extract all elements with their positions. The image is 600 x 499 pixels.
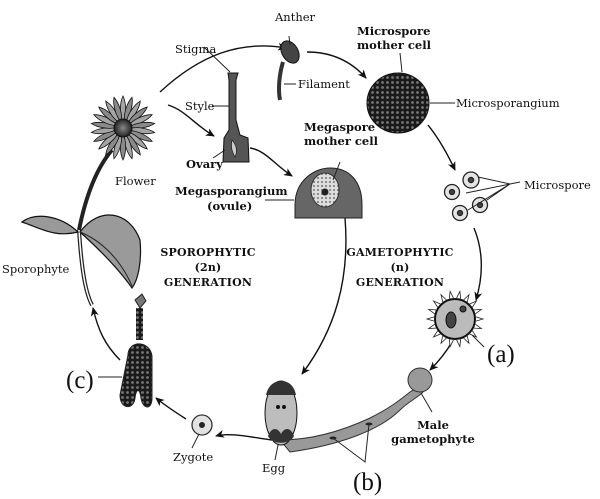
label-style: Style xyxy=(185,99,215,113)
arrow-egg-to-zygote xyxy=(215,429,273,441)
label-megasporangium-line1: Megasporangium xyxy=(175,184,288,198)
marker-b: (b) xyxy=(353,469,382,496)
pollen-spike xyxy=(456,290,462,299)
pollen-spike xyxy=(456,339,462,348)
pollen-spike xyxy=(440,335,447,345)
label-gametophytic-generation-line2: (n) xyxy=(390,261,409,274)
label-gametophytic-generation-line3: GENERATION xyxy=(356,276,444,289)
sporophyte-plant-illustration xyxy=(20,148,142,306)
leader-anther xyxy=(288,35,291,46)
pollen-spike xyxy=(427,308,437,315)
pollen-spike xyxy=(469,330,478,338)
label-anther: Anther xyxy=(274,10,316,24)
pollen-spike xyxy=(440,293,447,303)
anther-illustration xyxy=(277,40,300,101)
pollen-spike xyxy=(473,323,483,330)
arrow-zygote-to-embryo xyxy=(155,397,187,420)
megasporangium-illustration xyxy=(294,167,363,219)
label-filament: Filament xyxy=(298,77,350,91)
label-flower: Flower xyxy=(115,174,156,188)
label-megasporangium-line2: (ovule) xyxy=(207,199,252,213)
label-sporophytic-generation-line2: (2n) xyxy=(195,261,222,274)
label-zygote: Zygote xyxy=(173,450,213,464)
pollen-spike xyxy=(469,300,478,308)
leader-a xyxy=(471,334,485,348)
arrow-embryo-to-sporophyte xyxy=(90,307,121,361)
flower-petal xyxy=(113,96,123,124)
embryo-sac-illustration xyxy=(264,380,298,446)
leader-megaspore-mother-cell xyxy=(332,161,341,181)
pollen-spike xyxy=(473,308,483,315)
leader-microspore-mother-cell xyxy=(399,52,403,73)
arrow-ovary-to-megasporangium xyxy=(249,147,293,177)
label-microsporangium: Microsporangium xyxy=(456,96,560,110)
label-gametophytic-generation-line1: GAMETOPHYTIC xyxy=(346,246,453,259)
pollen-spike xyxy=(432,330,441,338)
leader-stigma xyxy=(203,46,231,73)
pollen-spike xyxy=(432,300,441,308)
microsporangium-illustration xyxy=(366,72,430,134)
pistil-illustration xyxy=(222,72,250,163)
leader-ovary xyxy=(212,149,226,159)
marker-a: (a) xyxy=(487,341,515,368)
pollen-spike xyxy=(463,335,470,345)
microspores-illustration xyxy=(443,171,489,222)
leader-egg xyxy=(274,444,279,461)
label-sporophytic-generation-line1: SPOROPHYTIC xyxy=(160,246,255,259)
arrow-flower-to-anther xyxy=(159,42,287,93)
leader-male-gametophyte xyxy=(420,392,433,413)
zygote-illustration xyxy=(191,414,213,436)
pollen-spike xyxy=(448,290,454,299)
leader-microspore xyxy=(465,176,521,211)
pollen-spike xyxy=(448,339,454,348)
label-microspore: Microspore xyxy=(524,178,591,192)
label-microspore-mother-cell-line1: Microspore xyxy=(357,24,430,38)
label-microspore-mother-cell-line2: mother cell xyxy=(357,38,432,52)
leader-b xyxy=(332,423,370,463)
pollen-spike xyxy=(427,323,437,330)
arrow-anther-to-microsporangium xyxy=(306,51,367,79)
flower-illustration xyxy=(90,95,156,161)
pollen-spike xyxy=(463,293,470,303)
label-male-gametophyte-line1: Male xyxy=(417,418,449,432)
label-sporophyte: Sporophyte xyxy=(2,262,69,276)
pollen-tube-illustration xyxy=(278,367,433,453)
label-male-gametophyte-line2: gametophyte xyxy=(391,432,475,446)
label-egg: Egg xyxy=(262,461,286,475)
arrow-pollen-to-male-gametophyte xyxy=(429,341,453,371)
arrow-microsporangium-to-microspore xyxy=(427,124,456,171)
label-sporophytic-generation-line3: GENERATION xyxy=(164,276,252,289)
embryo-illustration xyxy=(119,293,153,408)
arrow-microspore-to-pollen xyxy=(473,227,483,301)
pollen-spike xyxy=(425,316,435,322)
label-ovary: Ovary xyxy=(186,157,223,171)
marker-c: (c) xyxy=(66,367,94,394)
label-megaspore-mother-cell-line2: mother cell xyxy=(304,134,379,148)
pollen-grain-illustration xyxy=(425,290,485,348)
label-stigma: Stigma xyxy=(175,42,216,56)
arrow-megasporangium-to-egg xyxy=(301,217,347,375)
pollen-spike xyxy=(475,316,485,322)
leader-zygote xyxy=(191,433,200,449)
arrow-flower-to-ovary xyxy=(167,104,215,137)
label-megaspore-mother-cell-line1: Megaspore xyxy=(304,120,375,134)
